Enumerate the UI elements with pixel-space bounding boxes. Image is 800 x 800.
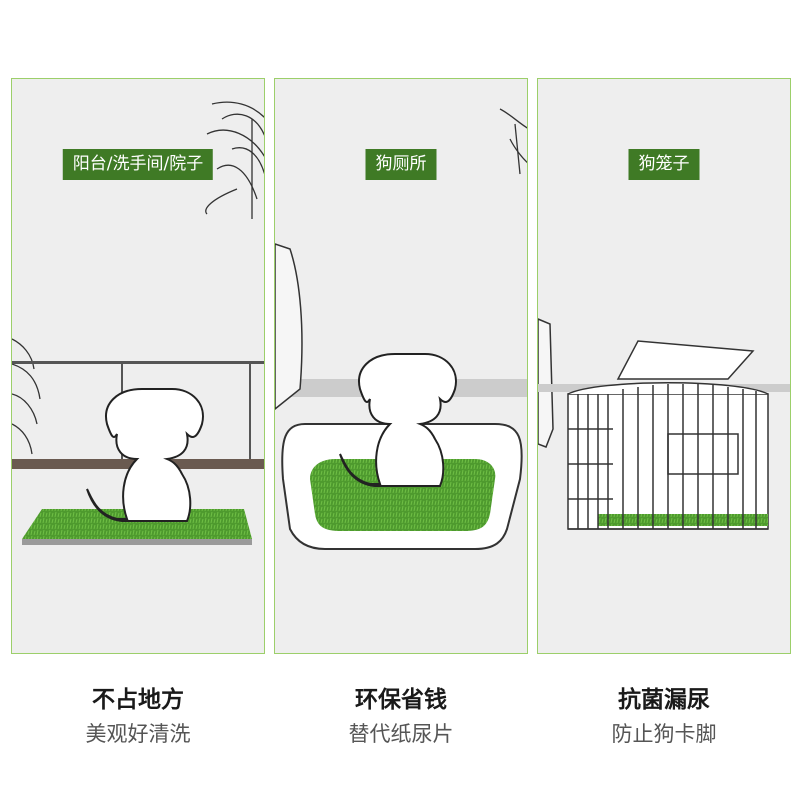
caption-title: 不占地方	[92, 687, 184, 713]
toilet-scene	[275, 108, 527, 550]
grass-mat-icon	[22, 509, 252, 545]
caption-1: 不占地方 美观好清洗	[11, 684, 265, 750]
plant-icon	[499, 108, 527, 175]
dog-cage-icon	[567, 340, 769, 530]
toilet-fixture	[275, 243, 303, 410]
caption-subtitle: 美观好清洗	[85, 722, 191, 746]
caption-2: 环保省钱 替代纸尿片	[274, 684, 528, 750]
panel-balcony: 阳台/洗手间/院子	[11, 78, 265, 654]
panel-dog-toilet: 狗厕所	[274, 78, 528, 654]
location-tag: 狗厕所	[365, 149, 437, 180]
dog-silhouette-icon	[339, 353, 457, 487]
dog-silhouette-icon	[86, 388, 204, 522]
caption-title: 抗菌漏尿	[618, 687, 710, 713]
panel-dog-cage: 狗笼子	[537, 78, 791, 654]
wall-fixture	[538, 318, 554, 448]
plant-icon	[205, 101, 264, 219]
caption-subtitle: 防止狗卡脚	[611, 722, 717, 746]
balcony-scene	[12, 101, 264, 653]
caption-subtitle: 替代纸尿片	[348, 722, 454, 746]
caption-title: 环保省钱	[355, 687, 447, 713]
caption-3: 抗菌漏尿 防止狗卡脚	[537, 684, 791, 750]
location-tag: 阳台/洗手间/院子	[62, 149, 214, 180]
cage-scene	[538, 318, 790, 530]
location-tag: 狗笼子	[628, 149, 700, 180]
plant-icon	[12, 338, 41, 455]
